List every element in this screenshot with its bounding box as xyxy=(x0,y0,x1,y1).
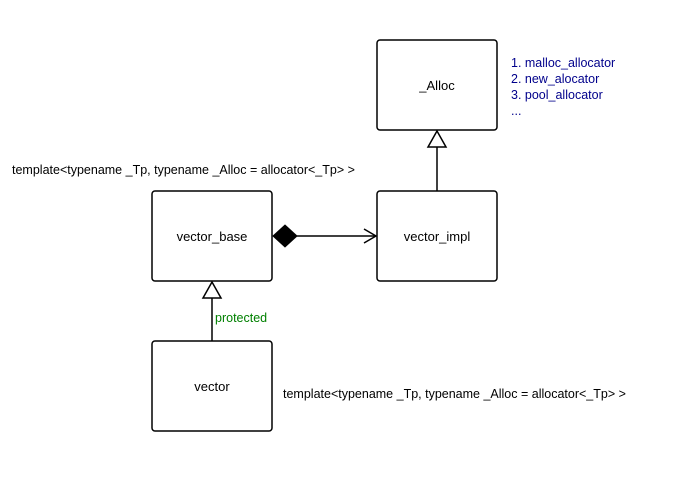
vector-impl-class-box[interactable]: vector_impl xyxy=(376,190,498,282)
inheritance-arrow-impl-to-alloc xyxy=(426,129,448,191)
vector-base-class-box[interactable]: vector_base xyxy=(151,190,273,282)
template-note-bottom: template<typename _Tp, typename _Alloc =… xyxy=(283,387,626,401)
alloc-class-box[interactable]: _Alloc xyxy=(376,39,498,131)
allocator-list: 1. malloc_allocator 2. new_alocator 3. p… xyxy=(511,56,615,118)
filled-diamond xyxy=(272,224,298,248)
allocator-list-item: 2. new_alocator xyxy=(511,72,599,86)
vector-impl-class-label: vector_impl xyxy=(404,229,471,244)
vector-class-label: vector xyxy=(194,379,230,394)
template-note-top: template<typename _Tp, typename _Alloc =… xyxy=(12,163,355,177)
protected-inheritance-label: protected xyxy=(215,311,267,325)
open-arrowhead xyxy=(363,228,378,244)
hollow-triangle-arrowhead xyxy=(426,129,448,148)
composition-arrow-base-to-impl xyxy=(272,224,378,248)
vector-class-box[interactable]: vector xyxy=(151,340,273,432)
hollow-triangle-arrowhead xyxy=(201,280,223,299)
alloc-class-label: _Alloc xyxy=(418,78,455,93)
inheritance-arrow-vector-to-base: protected xyxy=(201,280,267,341)
allocator-list-item: ... xyxy=(511,104,521,118)
allocator-list-item: 1. malloc_allocator xyxy=(511,56,615,70)
allocator-list-item: 3. pool_allocator xyxy=(511,88,603,102)
vector-base-class-label: vector_base xyxy=(177,229,248,244)
